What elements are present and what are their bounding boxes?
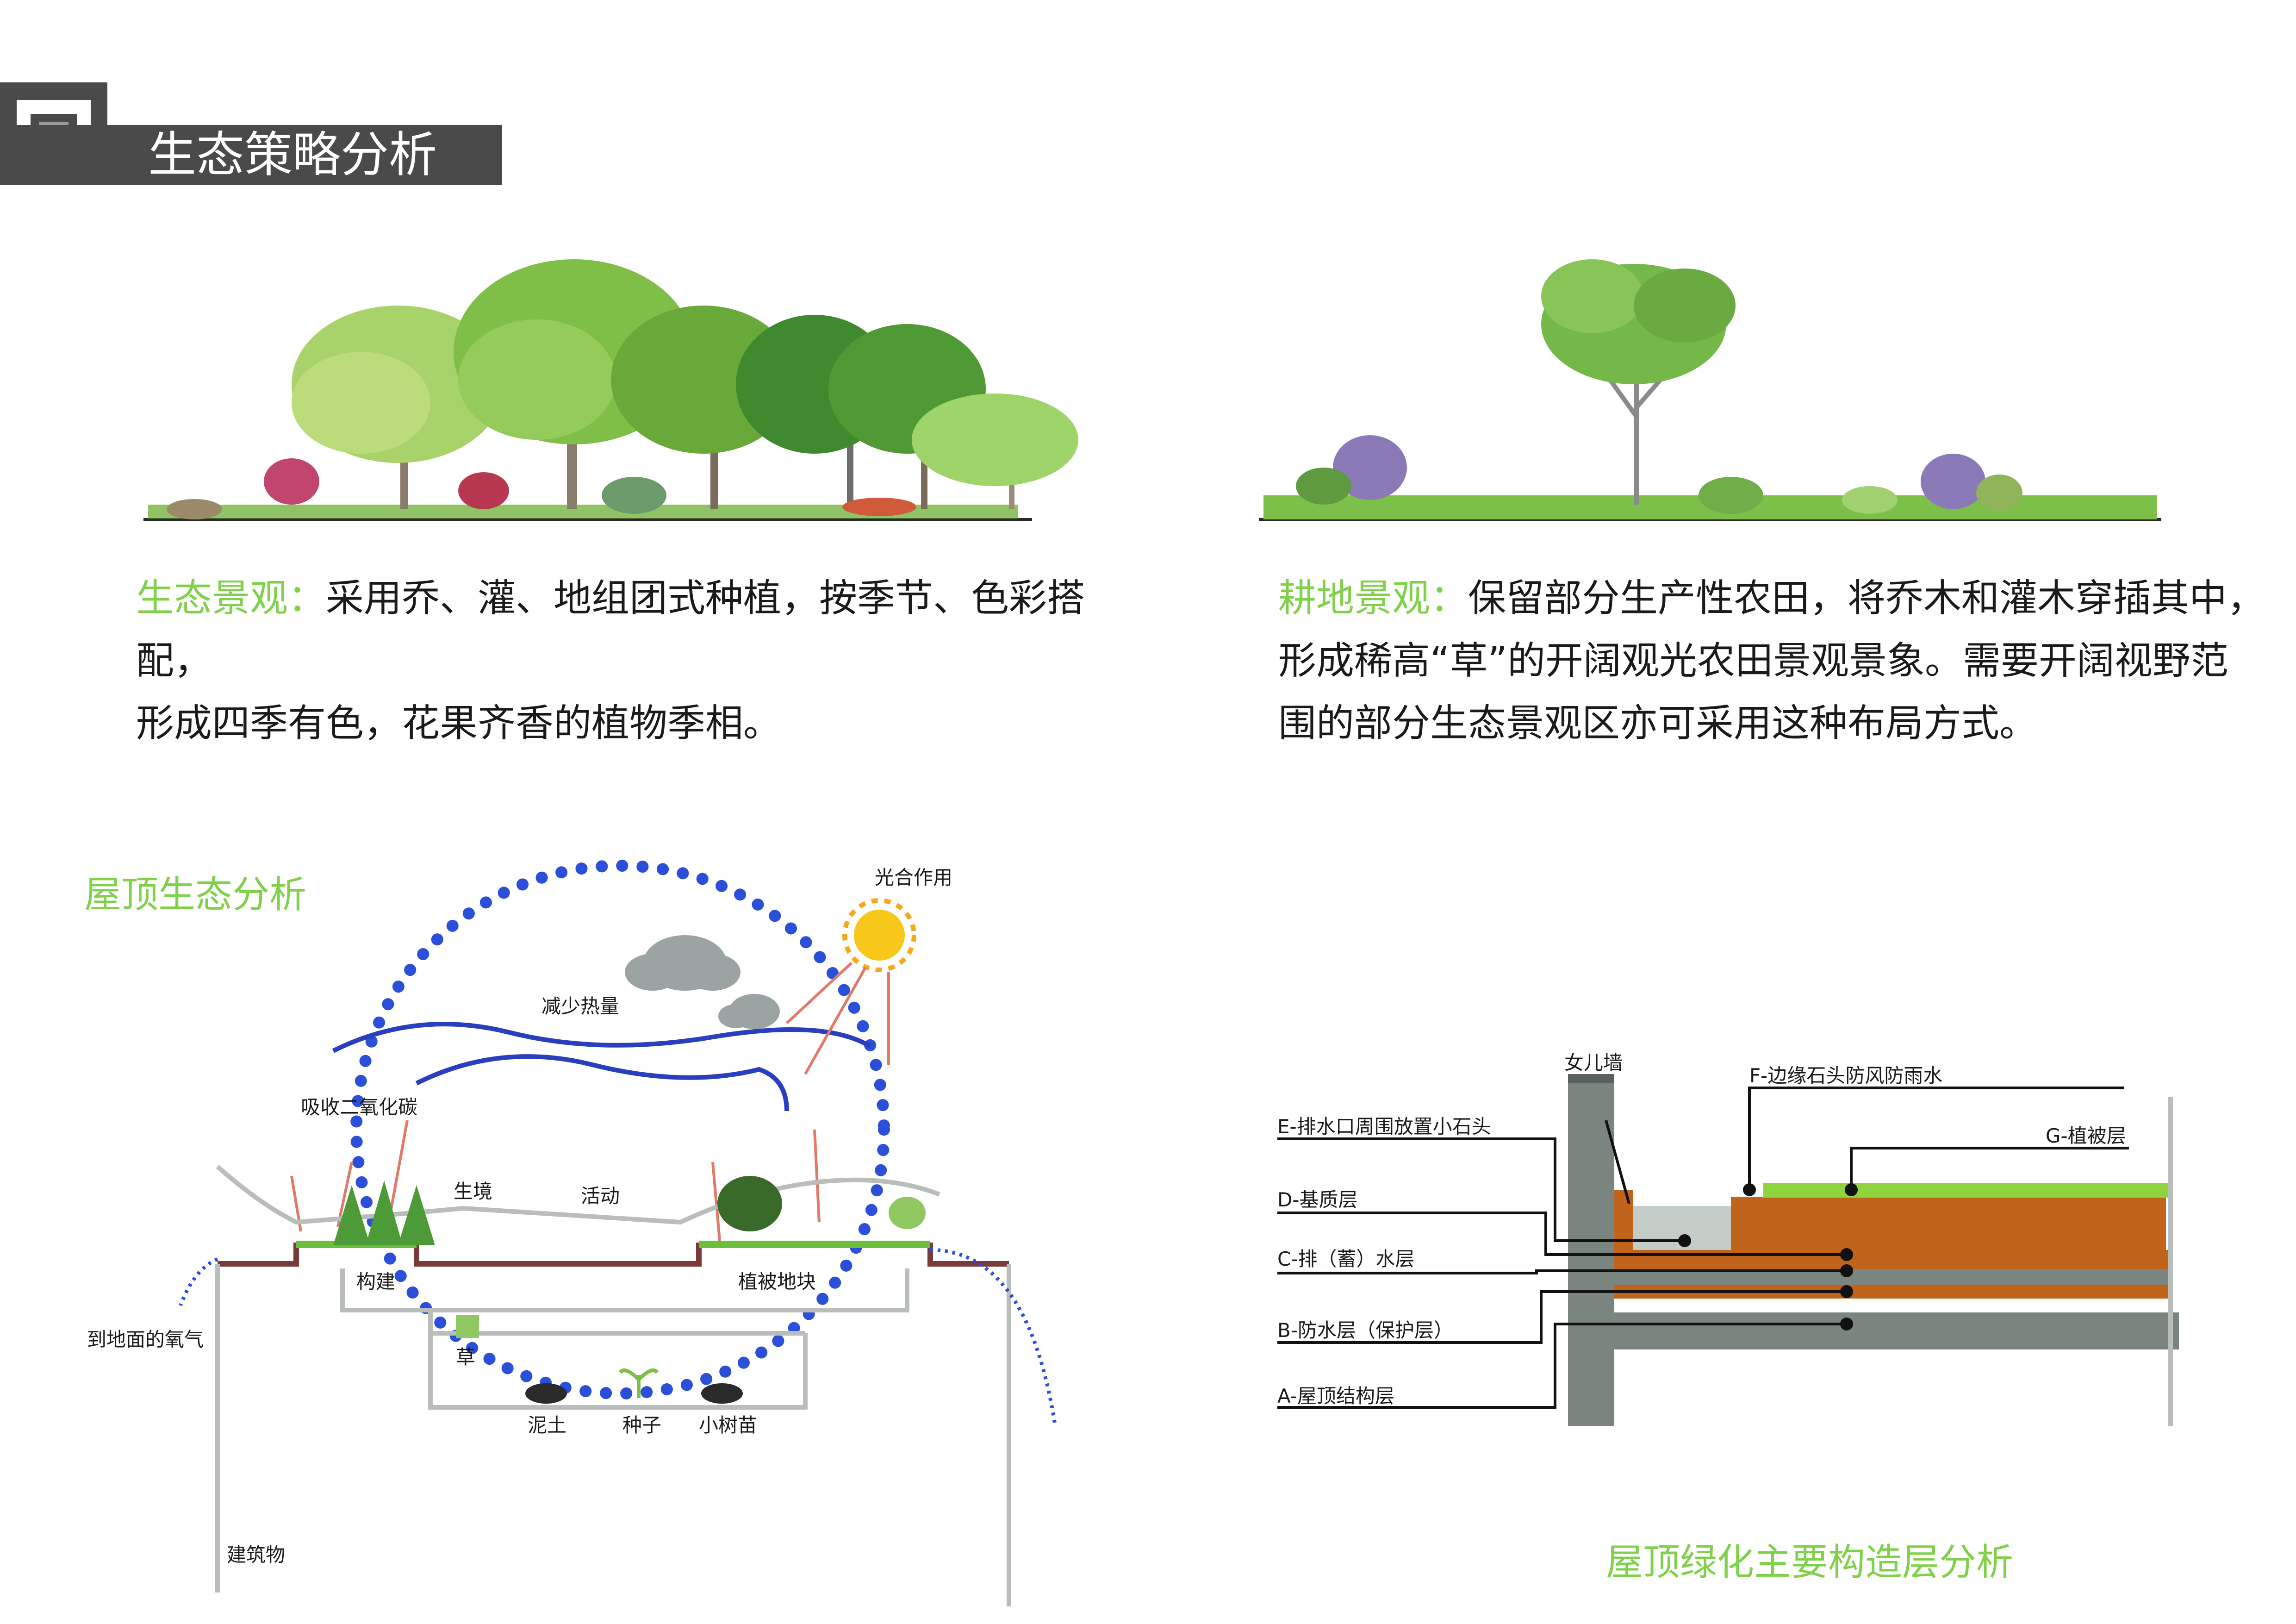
reduce-heat-label: 减少热量 xyxy=(541,995,620,1018)
tree-row-illustration xyxy=(143,259,1078,521)
roof-ecology-diagram xyxy=(179,860,1057,1606)
eco-landscape-line1: 采用乔、灌、地组团式种植，按季节、色彩搭配， xyxy=(136,576,1085,683)
layer-c-label: C-排（蓄）水层 xyxy=(1277,1248,1415,1270)
substrate-layer xyxy=(1731,1197,2166,1262)
leader-lines xyxy=(1277,1087,2129,1409)
heat-wave-1 xyxy=(332,1022,871,1053)
sapling-label: 小树苗 xyxy=(699,1414,758,1437)
farmland-landscape-line2: 形成稀高“草”的开阔观光农田景观景象。需要开阔视野范 xyxy=(1278,639,2228,683)
layer-g-label: G-植被层 xyxy=(2046,1124,2126,1147)
vegetation-block-label: 植被地块 xyxy=(738,1270,816,1293)
seed-sprout-icon xyxy=(618,1368,659,1398)
roof-slab-structure xyxy=(1614,1312,2179,1349)
vegetation-layer xyxy=(1763,1183,2171,1198)
farmland-landscape-line1: 保留部分生产性农田，将乔木和灌木穿插其中， xyxy=(1468,576,2265,620)
photosynthesis-label: 光合作用 xyxy=(875,866,953,889)
cloud-icon xyxy=(625,935,740,991)
soil-label: 泥土 xyxy=(528,1414,567,1437)
eco-landscape-text: 生态景观：采用乔、灌、地组团式种植，按季节、色彩搭配， 形成四季有色，花果齐香的… xyxy=(136,567,1154,755)
sunlight-arrows xyxy=(290,962,890,1241)
building-outline xyxy=(215,1264,1011,1606)
layer-b-label: B-防水层（保护层） xyxy=(1277,1319,1453,1342)
parapet-wall xyxy=(1568,1074,1614,1426)
building-label: 建筑物 xyxy=(227,1543,286,1566)
parapet-label: 女儿墙 xyxy=(1564,1051,1623,1074)
roof-layers-diagram xyxy=(1277,1074,2179,1426)
sun-icon xyxy=(842,898,916,972)
grass-icon xyxy=(456,1315,479,1338)
layer-f-label: F-边缘石头防风防雨水 xyxy=(1749,1064,1943,1087)
absorb-co2-label: 吸收二氧化碳 xyxy=(301,1096,418,1118)
roof-eco-title: 屋顶生态分析 xyxy=(84,873,306,916)
farmland-landscape-lead: 耕地景观： xyxy=(1278,576,1468,620)
habitat-label: 生境 xyxy=(454,1180,493,1203)
farmland-landscape-line3: 围的部分生态景观区亦可采用这种布局方式。 xyxy=(1278,701,2038,745)
roof-layers-title: 屋顶绿化主要构造层分析 xyxy=(1606,1541,2013,1584)
farmland-landscape-text: 耕地景观：保留部分生产性农田，将乔木和灌木穿插其中， 形成稀高“草”的开阔观光农… xyxy=(1278,567,2296,755)
ecosystem-boundary-circle xyxy=(350,860,890,1399)
activity-label: 活动 xyxy=(581,1185,620,1207)
roof-slab xyxy=(218,1243,1009,1267)
farmland-illustration xyxy=(1259,259,2161,521)
heat-wave-2 xyxy=(415,1054,789,1112)
grass-label: 草 xyxy=(456,1346,476,1368)
layer-a-label: A-屋顶结构层 xyxy=(1277,1385,1394,1407)
sapling-soil-icon xyxy=(701,1383,743,1404)
soil-icon xyxy=(525,1383,567,1404)
eco-landscape-lead: 生态景观： xyxy=(136,576,326,620)
layer-d-label: D-基质层 xyxy=(1277,1188,1358,1211)
layer-e-label: E-排水口周围放置小石头 xyxy=(1277,1115,1491,1138)
eco-landscape-line2: 形成四季有色，花果齐香的植物季相。 xyxy=(136,701,782,745)
oxygen-label: 到地面的氧气 xyxy=(87,1328,204,1351)
seed-label: 种子 xyxy=(622,1414,662,1437)
build-label: 构建 xyxy=(356,1270,396,1293)
rain-cloud-icon xyxy=(718,994,780,1029)
page-title: 生态策略分析 xyxy=(148,126,437,183)
header-bar xyxy=(0,125,502,185)
roof-trees xyxy=(333,1176,926,1245)
